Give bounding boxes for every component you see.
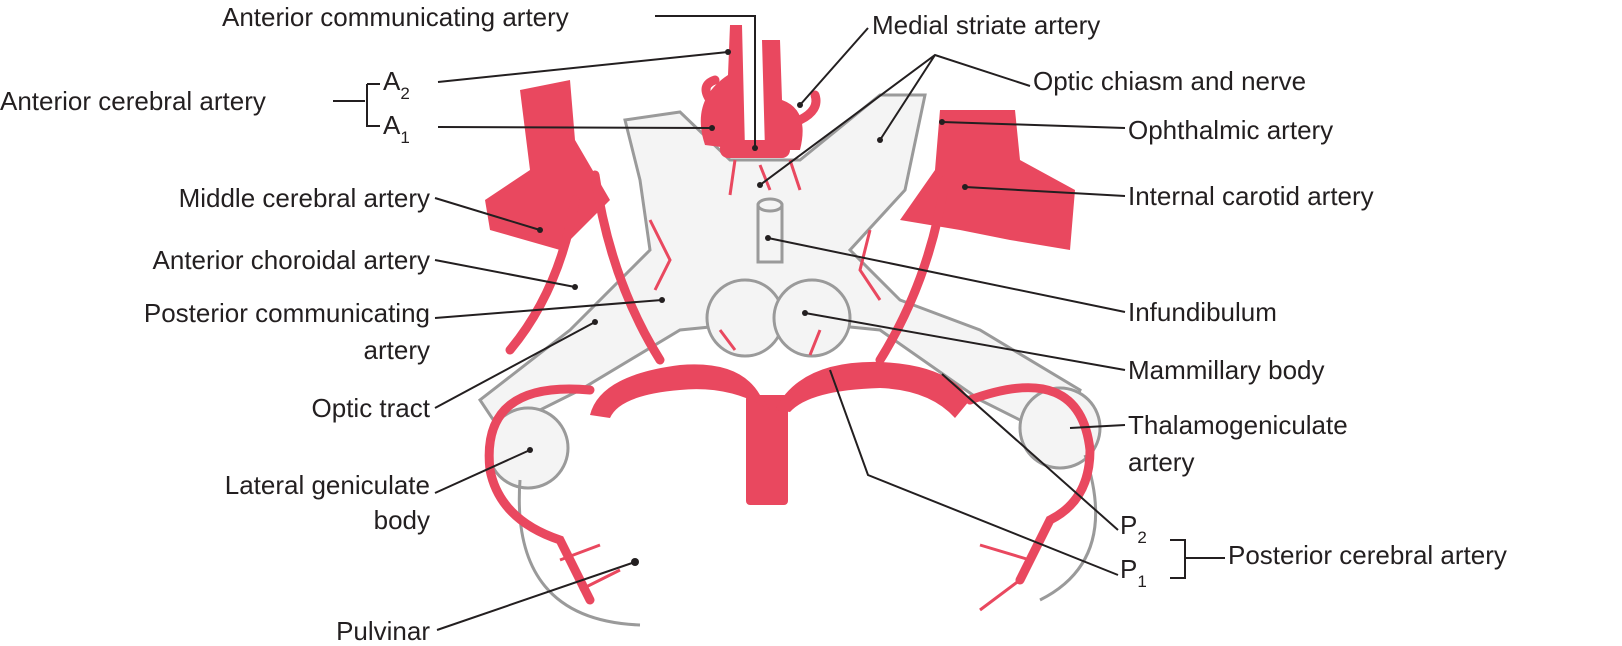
p1-letter: P bbox=[1120, 554, 1138, 584]
label-optic-tract: Optic tract bbox=[311, 393, 430, 423]
label-lateral-geniculate-body-1: Lateral geniculate bbox=[224, 470, 430, 500]
pulvinar-right bbox=[1039, 454, 1098, 602]
label-p1: P1 bbox=[1120, 554, 1147, 591]
label-lateral-geniculate-body-2: body bbox=[373, 505, 430, 535]
a1-subscript: 1 bbox=[400, 128, 410, 147]
mammillary-body-left bbox=[705, 278, 785, 358]
small-branches bbox=[559, 159, 1031, 612]
basilar-artery bbox=[746, 395, 788, 505]
label-anterior-choroidal-artery: Anterior choroidal artery bbox=[152, 245, 430, 275]
a2-letter: A bbox=[383, 66, 401, 96]
label-infundibulum: Infundibulum bbox=[1128, 297, 1277, 327]
p1-p2-right bbox=[775, 361, 970, 418]
p2-letter: P bbox=[1120, 510, 1138, 540]
label-posterior-communicating-artery-2: artery bbox=[363, 335, 430, 365]
label-a1: A1 bbox=[383, 110, 410, 147]
label-thalamogeniculate-artery-1: Thalamogeniculate bbox=[1128, 410, 1348, 440]
ica-left bbox=[485, 80, 610, 250]
label-posterior-cerebral-artery: Posterior cerebral artery bbox=[1228, 540, 1507, 570]
p1-p2-left bbox=[590, 364, 770, 418]
a2-subscript: 2 bbox=[400, 84, 410, 103]
label-anterior-cerebral-artery: Anterior cerebral artery bbox=[0, 86, 266, 116]
aca-left bbox=[700, 25, 745, 150]
label-ophthalmic-artery: Ophthalmic artery bbox=[1128, 115, 1334, 145]
a1-letter: A bbox=[383, 110, 401, 140]
label-p2: P2 bbox=[1120, 510, 1147, 547]
label-anterior-communicating-artery: Anterior communicating artery bbox=[222, 2, 569, 32]
p1-subscript: 1 bbox=[1137, 572, 1147, 591]
ica-right bbox=[900, 110, 1075, 250]
label-internal-carotid-artery: Internal carotid artery bbox=[1128, 181, 1374, 211]
label-medial-striate-artery: Medial striate artery bbox=[872, 10, 1101, 40]
p2-subscript: 2 bbox=[1137, 528, 1147, 547]
label-mammillary-body: Mammillary body bbox=[1128, 355, 1325, 385]
aca-right bbox=[762, 40, 803, 150]
mammillary-body-right bbox=[772, 278, 852, 358]
label-a2: A2 bbox=[383, 66, 410, 103]
label-thalamogeniculate-artery-2: artery bbox=[1128, 447, 1195, 477]
infundibulum bbox=[756, 203, 784, 264]
label-optic-chiasm: Optic chiasm and nerve bbox=[1033, 66, 1307, 96]
arteries bbox=[485, 25, 1075, 505]
leader-lines bbox=[333, 15, 1225, 631]
label-posterior-communicating-artery-1: Posterior communicating bbox=[143, 298, 430, 328]
pulvinar-left bbox=[517, 479, 641, 627]
label-pulvinar: Pulvinar bbox=[336, 616, 430, 646]
label-middle-cerebral-artery: Middle cerebral artery bbox=[178, 183, 430, 213]
